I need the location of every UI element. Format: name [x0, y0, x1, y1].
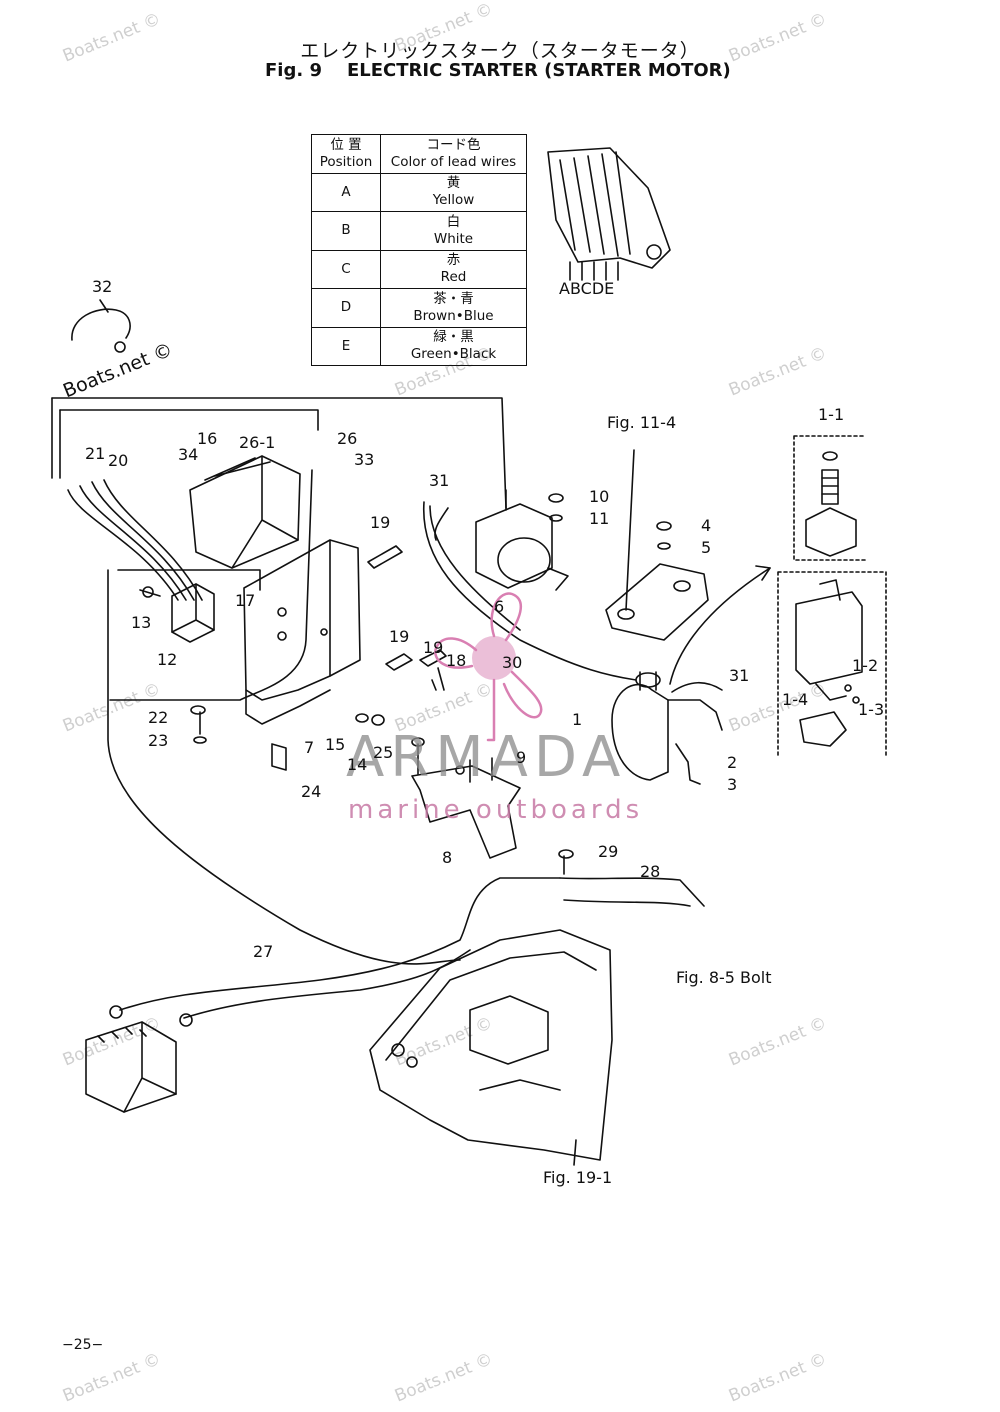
- part-label-33: 33: [354, 450, 375, 469]
- part-label-25: 25: [373, 743, 394, 762]
- part-label-14: 14: [347, 755, 368, 774]
- part-label-18: 18: [446, 651, 467, 670]
- part-label-1-2: 1-2: [852, 656, 879, 675]
- part-label-20: 20: [108, 451, 129, 470]
- part-label-24: 24: [301, 782, 322, 801]
- figure-title: ELECTRIC STARTER (STARTER MOTOR): [347, 60, 731, 81]
- part-label-23: 23: [148, 731, 169, 750]
- part-label-1-1: 1-1: [818, 405, 845, 424]
- pinion-assembly-1-1: [805, 451, 857, 557]
- exploded-detail-frames: [777, 435, 887, 759]
- part-label-12: 12: [157, 650, 178, 669]
- rectifier-part-12: [139, 583, 215, 643]
- page-number: −25−: [62, 1337, 104, 1353]
- lead-wire-color-table: 位 置 Position コード色 Color of lead wires A …: [311, 134, 527, 366]
- part-label-6: 6: [494, 597, 505, 616]
- clip-part-32: [71, 299, 131, 353]
- part-label-13: 13: [131, 613, 152, 632]
- battery: [85, 1021, 177, 1113]
- fig-ref-19-1: Fig. 19-1: [543, 1168, 613, 1187]
- position-cell: D: [311, 288, 381, 328]
- hardware-washers: [193, 493, 672, 744]
- battery-cables: [109, 877, 705, 1027]
- bracket-part-8: [411, 765, 521, 859]
- starter-motor-detail: [795, 579, 863, 747]
- position-cell: A: [311, 172, 381, 212]
- armada-logo-icon: [434, 592, 543, 742]
- fig-ref-8-5: Fig. 8-5 Bolt: [676, 968, 772, 987]
- part-label-34: 34: [178, 445, 199, 464]
- bottom-cowling: [369, 929, 613, 1166]
- part-label-1-3: 1-3: [858, 700, 885, 719]
- detail-arrow: [669, 567, 771, 685]
- figure-number: Fig. 9: [265, 60, 322, 81]
- hardware-bolts: [190, 667, 574, 875]
- part-label-7: 7: [304, 738, 315, 757]
- strap-parts-19: [367, 545, 447, 671]
- part-label-5: 5: [701, 538, 712, 557]
- part-label-3: 3: [727, 775, 738, 794]
- connector-illustration: [547, 147, 671, 281]
- part-label-30: 30: [502, 653, 523, 672]
- part-label-1-4: 1-4: [782, 690, 809, 709]
- part-label-16: 16: [197, 429, 218, 448]
- part-label-27: 27: [253, 942, 274, 961]
- part-label-17: 17: [235, 591, 256, 610]
- wire-harness: [51, 397, 637, 965]
- part-label-21: 21: [85, 444, 106, 463]
- part-label-4: 4: [701, 516, 712, 535]
- armada-watermark-sub: marine outboards: [348, 795, 644, 825]
- armada-watermark: ARMADA: [346, 725, 627, 790]
- part-label-11: 11: [589, 509, 610, 528]
- mounting-plate-part-7: [243, 539, 361, 725]
- part-label-9: 9: [516, 748, 527, 767]
- header-position: 位 置 Position: [311, 134, 381, 174]
- starter-motor-part-1: [611, 671, 723, 785]
- part-label-31: 31: [729, 666, 750, 685]
- part-label-22: 22: [148, 708, 169, 727]
- part-label-2: 2: [727, 753, 738, 772]
- title-japanese: エレクトリックスターク（スタータモータ）: [300, 40, 700, 62]
- part-label-32: 32: [92, 277, 113, 296]
- part-label-28: 28: [640, 862, 661, 881]
- part-label-19: 19: [423, 638, 444, 657]
- title-english: Fig. 9 ELECTRIC STARTER (STARTER MOTOR): [265, 60, 731, 81]
- part-label-15: 15: [325, 735, 346, 754]
- fig-ref-11-4: Fig. 11-4: [607, 413, 677, 432]
- part-label-10: 10: [589, 487, 610, 506]
- part-label-26-1: 26-1: [239, 433, 276, 452]
- starter-bracket: [605, 449, 709, 641]
- part-label-29: 29: [598, 842, 619, 861]
- part-label-8: 8: [442, 848, 453, 867]
- part-label-19: 19: [370, 513, 391, 532]
- cdi-unit-part-16: [189, 455, 301, 569]
- starter-relay: [434, 489, 569, 591]
- detail-arrow-head: [755, 565, 771, 581]
- part-label-19: 19: [389, 627, 410, 646]
- part-label-26: 26: [337, 429, 358, 448]
- connector-pin-label: ABCDE: [559, 279, 615, 298]
- part-label-31: 31: [429, 471, 450, 490]
- part-label-1: 1: [572, 710, 583, 729]
